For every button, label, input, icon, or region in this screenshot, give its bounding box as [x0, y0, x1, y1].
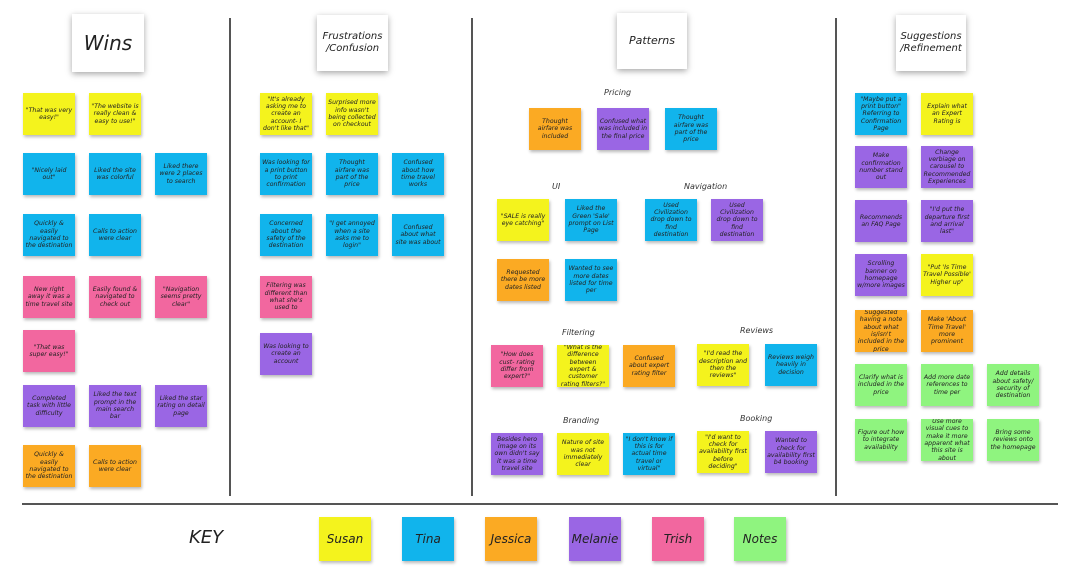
sticky-note: Confused what was included in the final …	[597, 108, 649, 150]
sticky-note: "SALE is really eye catching"	[497, 199, 549, 241]
sticky-note: Liked the text prompt in the main search…	[89, 385, 141, 427]
key-item-tina: Tina	[402, 517, 454, 561]
sticky-note: Wanted to see more dates listed for time…	[565, 259, 617, 301]
sticky-note: Liked the Green 'Sale' prompt on List Pa…	[565, 199, 617, 241]
subheading-booking: Booking	[740, 414, 773, 423]
column-divider-2	[471, 18, 473, 496]
sticky-note: Calls to action were clear	[89, 214, 141, 256]
subheading-branding: Branding	[563, 416, 600, 425]
sticky-note: "The website is really clean & easy to u…	[89, 93, 141, 135]
sticky-note: Figure out how to integrate availability	[855, 419, 907, 461]
sticky-note: Thought airfare was part of the price	[326, 153, 378, 195]
sticky-note: Used Civilization drop down to find dest…	[645, 199, 697, 241]
sticky-note: Liked there were 2 places to search	[155, 153, 207, 195]
sticky-note: Calls to action were clear	[89, 445, 141, 487]
sticky-note: "Navigation seems pretty clear"	[155, 276, 207, 318]
sticky-note: "I don't know if this is for actual time…	[623, 433, 675, 475]
key-item-susan: Susan	[319, 517, 371, 561]
sticky-note: "Maybe put a print button" Referring to …	[855, 93, 907, 135]
sticky-note: Surprised more info wasn't being collect…	[326, 93, 378, 135]
sticky-note: Use more visual cues to make it more app…	[921, 419, 973, 461]
sticky-note: Filtering was different than what she's …	[260, 276, 312, 318]
header-frustrations: Frustrations /Confusion	[317, 15, 388, 71]
sticky-note: Confused about how time travel works	[392, 153, 444, 195]
sticky-note: Thought airfare was included	[529, 108, 581, 150]
key-label: KEY	[189, 527, 224, 548]
sticky-note: "That was super easy!"	[23, 330, 75, 372]
sticky-note: Used Civilization drop down to find dest…	[711, 199, 763, 241]
key-item-jessica: Jessica	[485, 517, 537, 561]
sticky-note: "Nicely laid out"	[23, 153, 75, 195]
sticky-note: Confused about expert rating filter	[623, 345, 675, 387]
sticky-note: Thought airfare was part of the price	[665, 108, 717, 150]
sticky-note: Make 'About Time Travel' more prominent	[921, 310, 973, 352]
sticky-note: New right away it was a time travel site	[23, 276, 75, 318]
subheading-filtering: Filtering	[562, 328, 595, 337]
sticky-note: Requested there be more dates listed	[497, 259, 549, 301]
sticky-note: "Put 'Is Time Travel Possible' Higher up…	[921, 254, 973, 296]
sticky-note: Liked the site was colorful	[89, 153, 141, 195]
sticky-note: Was looking to create an account	[260, 333, 312, 375]
sticky-note: Change verbiage on carousel to Recommend…	[921, 146, 973, 188]
sticky-note: Wanted to check for availability first b…	[765, 431, 817, 473]
sticky-note: Was looking for a print button to print …	[260, 153, 312, 195]
sticky-note: Completed task with little difficulty	[23, 385, 75, 427]
sticky-note: Nature of site was not immediately clear	[557, 433, 609, 475]
sticky-note: Liked the star rating on detail page	[155, 385, 207, 427]
subheading-navigation: Navigation	[684, 182, 728, 191]
sticky-note: "I'd read the description and then the r…	[697, 344, 749, 386]
sticky-note: Add more date references to time per	[921, 364, 973, 406]
sticky-note: "That was very easy!"	[23, 93, 75, 135]
sticky-note: Recommends an FAQ Page	[855, 200, 907, 242]
header-wins: Wins	[72, 14, 144, 72]
subheading-pricing: Pricing	[604, 88, 632, 97]
key-item-notes: Notes	[734, 517, 786, 561]
sticky-note: "I'd want to check for availability firs…	[697, 431, 749, 473]
sticky-note: Concerned about the safety of the destin…	[260, 214, 312, 256]
key-item-trish: Trish	[652, 517, 704, 561]
sticky-note: Confused about what site was about	[392, 214, 444, 256]
sticky-note: Scrolling banner on homepage w/more imag…	[855, 254, 907, 296]
sticky-note: "It's already asking me to create an acc…	[260, 93, 312, 135]
sticky-note: Clarify what is included in the price	[855, 364, 907, 406]
subheading-reviews: Reviews	[740, 326, 774, 335]
sticky-note: Add details about safety/ security of de…	[987, 364, 1039, 406]
header-patterns: Patterns	[617, 13, 687, 69]
subheading-ui: UI	[552, 182, 561, 191]
sticky-note: "I get annoyed when a site asks me to lo…	[326, 214, 378, 256]
key-item-melanie: Melanie	[569, 517, 621, 561]
sticky-note: Suggested having a note about what is/is…	[855, 310, 907, 352]
sticky-note: Bring some reviews onto the homepage	[987, 419, 1039, 461]
sticky-note: Reviews weigh heavily in decision	[765, 344, 817, 386]
key-divider	[22, 503, 1058, 505]
sticky-note: "I'd put the departure first and arrival…	[921, 200, 973, 242]
column-divider-3	[835, 18, 837, 496]
sticky-note: Quickly & easily navigated to the destin…	[23, 214, 75, 256]
sticky-note: Explain what an Expert Rating is	[921, 93, 973, 135]
sticky-note: Easily found & navigated to check out	[89, 276, 141, 318]
sticky-note: Make confirmation number stand out	[855, 146, 907, 188]
sticky-note: "How does cust- rating differ from exper…	[491, 345, 543, 387]
column-divider-1	[229, 18, 231, 496]
sticky-note: "What is the difference between expert &…	[557, 345, 609, 387]
header-suggestions: Suggestions /Refinement	[896, 15, 966, 71]
sticky-note: Besides hero image on its own didn't say…	[491, 433, 543, 475]
sticky-note: Quickly & easily navigated to the destin…	[23, 445, 75, 487]
